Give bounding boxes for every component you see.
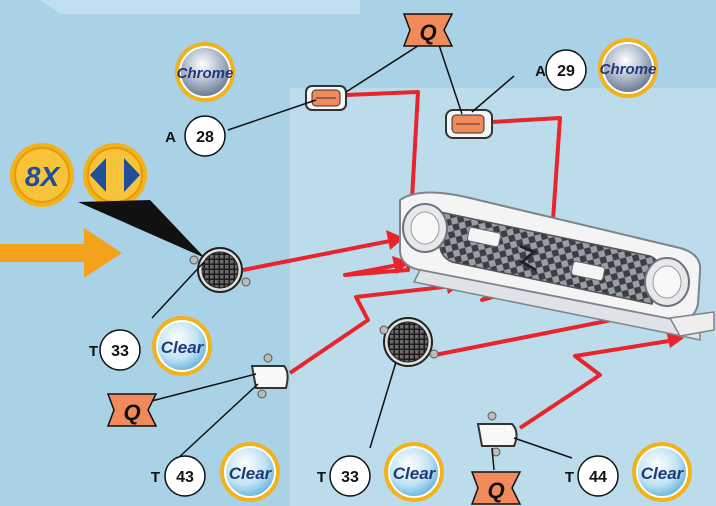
clear-label: Clear	[641, 464, 685, 483]
part-number: 44	[589, 469, 607, 486]
flag-q-left: Q	[108, 394, 156, 426]
parking-lamp-a29	[446, 110, 492, 138]
step-count-label: 8X	[25, 161, 62, 192]
part-number: 28	[196, 129, 214, 146]
parking-lamp-a28	[306, 86, 346, 110]
clear-label: Clear	[161, 338, 205, 357]
clear-badge-t43: Clear	[220, 442, 280, 502]
flag-q-bottom: Q	[472, 472, 520, 504]
part-letter: T	[317, 469, 326, 486]
flag-q-left-label: Q	[123, 400, 140, 425]
chrome-badge-a29: Chrome	[598, 38, 658, 98]
part-letter: T	[151, 469, 160, 486]
flag-q-top: Q	[404, 14, 452, 46]
clear-badge-t44: Clear	[632, 442, 692, 502]
part-letter: A	[535, 63, 546, 80]
part-number: 33	[111, 343, 129, 360]
part-number: 43	[176, 469, 194, 486]
chrome-badge-a28: Chrome	[175, 42, 235, 102]
flag-q-bottom-label: Q	[487, 478, 504, 503]
flag-q-top-label: Q	[419, 20, 436, 45]
rotate-arrows-icon	[83, 143, 147, 207]
top-panel	[40, 0, 360, 14]
part-letter: A	[165, 129, 176, 146]
clear-badge-t33-left: Clear	[152, 316, 212, 376]
chrome-label-a29: Chrome	[600, 61, 657, 78]
part-letter: T	[89, 343, 98, 360]
part-number: 33	[341, 469, 359, 486]
clear-label: Clear	[393, 464, 437, 483]
step-count-badge: 8X	[10, 143, 74, 207]
part-letter: T	[565, 469, 574, 486]
clear-badge-t33-center: Clear	[384, 442, 444, 502]
part-number: 29	[557, 63, 575, 80]
clear-label: Clear	[229, 464, 273, 483]
chrome-label-a28: Chrome	[177, 65, 234, 82]
